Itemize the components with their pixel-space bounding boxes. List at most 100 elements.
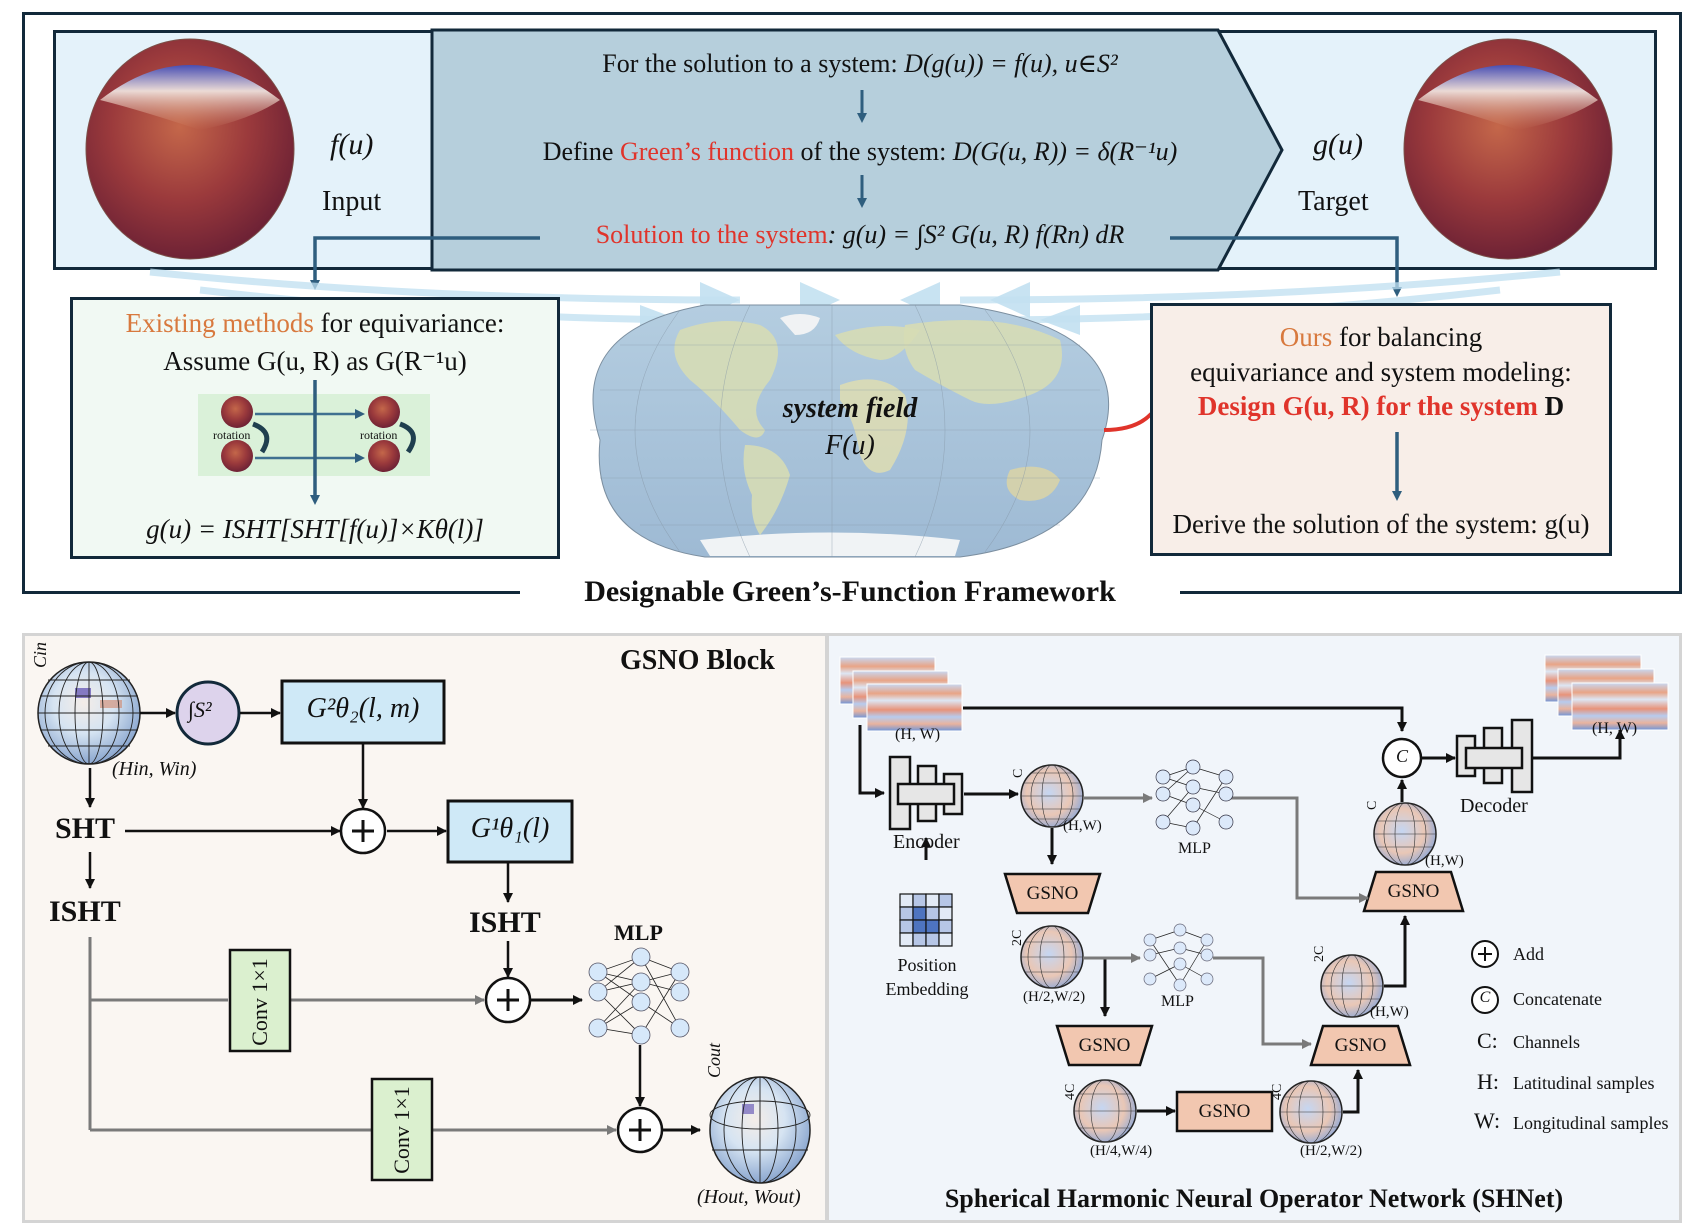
gsno-down-1 (1003, 872, 1102, 915)
position-embedding-grid (899, 893, 953, 947)
ours-line-1: Ours for balancing (1279, 322, 1483, 352)
input-label: Input (322, 186, 382, 217)
integral-s2-label: ∫S² (188, 697, 212, 722)
rotation-globes (221, 396, 400, 472)
concat-node (1381, 737, 1423, 779)
gsno-down-2 (1055, 1024, 1154, 1067)
shnet-title: Spherical Harmonic Neural Operator Netwo… (944, 1184, 1564, 1213)
rotation-arrow-right (399, 421, 416, 454)
decoder-label: Decoder (1460, 795, 1528, 817)
add-node-3 (616, 1106, 664, 1154)
input-function: f(u) (330, 128, 374, 161)
add-node-2 (484, 976, 532, 1024)
add-node-1 (339, 807, 387, 855)
step-system-definition: For the solution to a system: D(g(u)) = … (602, 49, 1118, 78)
legend-w-text: Longitudinal samples (1513, 1113, 1669, 1133)
rotation-arrow-left (252, 421, 270, 454)
encoder-label: Encoder (893, 831, 960, 853)
system-equation: D(g(u)) = f(u), u∈S² (904, 49, 1118, 78)
sphere-6-shape: (H,W) (1425, 853, 1464, 869)
gsno-input-sphere (37, 661, 141, 765)
sht-label: SHT (55, 812, 116, 845)
legend-concat-text: Concatenate (1513, 989, 1602, 1009)
sphere-2c-hw (1320, 954, 1384, 1018)
sphere-5-channels: 2C (1312, 945, 1327, 962)
gsno-bottleneck (1175, 1090, 1274, 1133)
gsno-up-1 (1309, 1024, 1412, 1067)
green-equation: D(G(u, R)) = δ(R⁻¹u) (952, 137, 1178, 166)
sphere-2-shape: (H/2,W/2) (1023, 989, 1086, 1005)
center-chevron (430, 28, 1284, 272)
ours-line-2: equivariance and system modeling: (1190, 357, 1572, 387)
target-function: g(u) (1313, 128, 1363, 161)
legend-channels-symbol: C: (1477, 1028, 1498, 1053)
conv-box-2 (370, 1077, 434, 1182)
sphere-4-shape: (H/2,W/2) (1300, 1143, 1363, 1159)
input-sphere (85, 38, 295, 260)
gsno-mlp-label: MLP (614, 920, 663, 945)
output-shape-label: (H, W) (1592, 720, 1638, 737)
ours-line-3: Design G(u, R) for the system D (1197, 391, 1565, 421)
connector-to-ours (1170, 236, 1402, 297)
shnet-mlp-2-label: MLP (1161, 993, 1194, 1010)
connector-to-existing (310, 236, 540, 290)
sphere-2c-h2w2 (1020, 925, 1084, 989)
sphere-4-channels: 4C (1270, 1083, 1285, 1100)
legend-h-text: Latitudinal samples (1513, 1073, 1655, 1093)
sphere-2-channels: 2C (1010, 929, 1025, 946)
sphere-3-channels: 4C (1063, 1083, 1078, 1100)
existing-formula: g(u) = ISHT[SHT[f(u)]×Kθ(l)] (146, 514, 484, 544)
shnet-mlp-1 (1155, 759, 1234, 836)
g2-label: G²θ₂(l, m) (306, 693, 420, 724)
system-field-function: F(u) (825, 430, 875, 461)
g1-label: G¹θ₁(l) (470, 813, 550, 844)
sphere-c-hw-1 (1020, 764, 1084, 828)
framework-graphics (85, 28, 1613, 558)
step-solution: Solution to the system: g(u) = ∫S² G(u, … (450, 218, 1270, 252)
sphere-4c-h4w4 (1073, 1079, 1137, 1143)
sphere-6-channels: C (1365, 800, 1380, 810)
concat-node-label: C (1395, 746, 1408, 766)
g2-box (280, 679, 446, 745)
system-field-title: system field (782, 393, 918, 424)
sphere-1-shape: (H,W) (1063, 818, 1102, 834)
gsno-mlp-network (588, 947, 690, 1045)
ours-line-4: Derive the solution of the system: g(u) (1172, 509, 1590, 539)
input-shape-label: (H, W) (895, 726, 941, 743)
gsno-up-1-label: GSNO (1334, 1035, 1387, 1056)
solution-highlight: Solution to the system (595, 220, 828, 249)
target-label: Target (1298, 186, 1369, 217)
sphere-c-hw-2 (1373, 802, 1437, 866)
sphere-4c-h2w2 (1279, 1080, 1343, 1144)
design-g-highlight: Design G(u, R) for the system (1197, 391, 1545, 421)
shnet-mlp-2 (1143, 923, 1214, 992)
gsno-up-2-label: GSNO (1387, 881, 1440, 902)
gsno-block-title: GSNO Block (620, 645, 775, 676)
legend-w-symbol: W: (1474, 1108, 1501, 1133)
encoder-shape (888, 755, 964, 831)
ours-box (1150, 303, 1612, 556)
sphere-5-shape: (H,W) (1370, 1004, 1409, 1020)
position-embedding-label-1: Position (897, 955, 957, 975)
position-embedding-label-2: Embedding (885, 979, 969, 999)
sphere-1-channels: C (1011, 768, 1026, 778)
conv-box-1 (228, 948, 292, 1053)
gsno-output-sphere (709, 1076, 811, 1184)
decoder-shape (1455, 718, 1534, 794)
rotation-label-right: rotation (360, 428, 398, 442)
gsno-down-1-label: GSNO (1026, 883, 1079, 904)
shnet-mlp-1-label: MLP (1178, 840, 1211, 857)
legend-concat-symbol: C (1479, 989, 1491, 1006)
framework-title: Designable Green’s-Function Framework (520, 570, 1180, 614)
legend-add-text: Add (1513, 944, 1544, 964)
target-sphere (1403, 38, 1613, 260)
input-heatmap-stack (839, 656, 963, 732)
isht-right-label: ISHT (469, 906, 541, 939)
existing-illustration (198, 380, 430, 505)
legend-h-symbol: H: (1477, 1069, 1499, 1094)
ours-arrow (1392, 432, 1402, 501)
integral-node (175, 680, 241, 746)
output-heatmap-stack (1544, 654, 1669, 731)
